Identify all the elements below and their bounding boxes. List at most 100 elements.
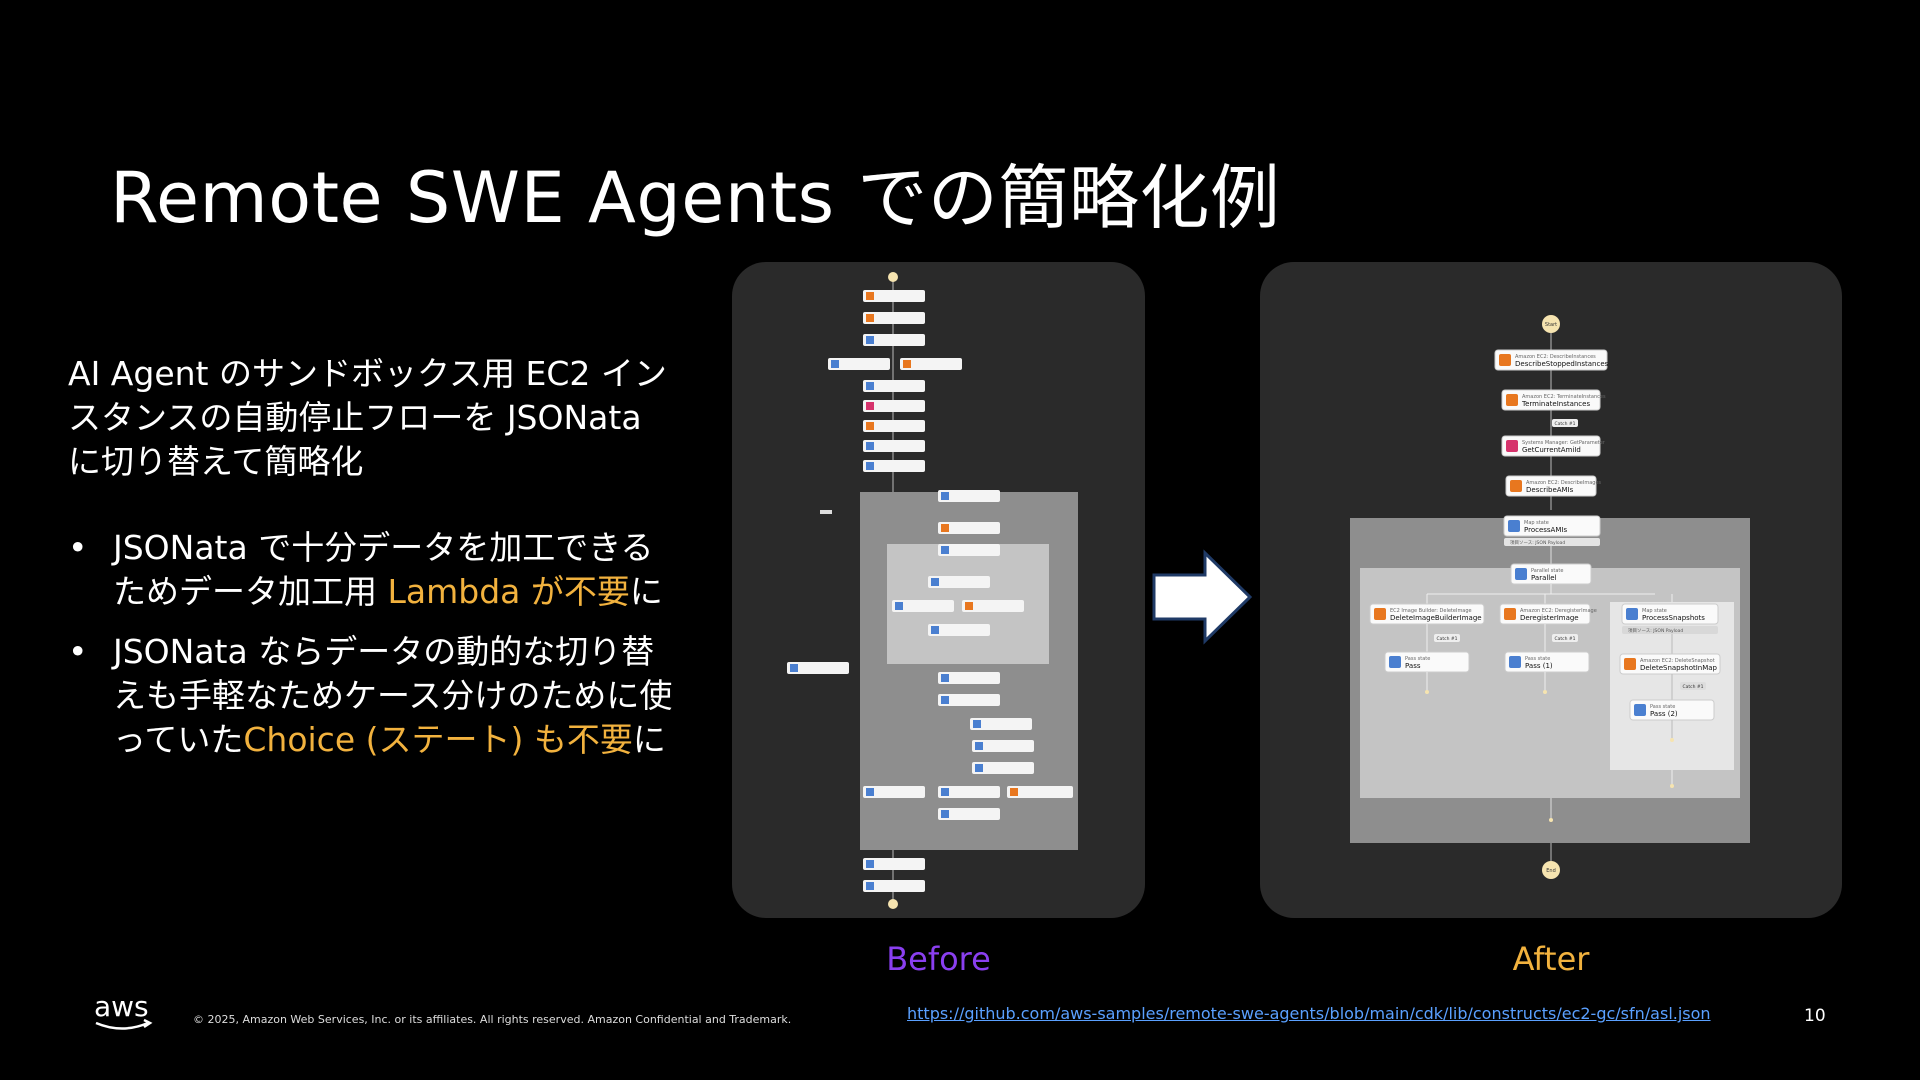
task-node — [928, 624, 990, 636]
svg-text:Amazon EC2: DescribeImages: Amazon EC2: DescribeImages — [1526, 480, 1602, 486]
task-node — [892, 600, 954, 612]
map-process-amis: Map state ProcessAMIs 項目ソース: JSON Payloa… — [1503, 515, 1601, 546]
task-delete-image-builder-image: EC2 Image Builder: DeleteImage DeleteIma… — [1369, 603, 1485, 625]
svg-text:DeregisterImage: DeregisterImage — [1520, 614, 1579, 622]
pass-state: Pass state Pass (2) — [1629, 699, 1715, 721]
task-node — [938, 786, 1000, 798]
task-node — [1007, 786, 1073, 798]
task-node — [938, 694, 1000, 706]
svg-text:項目ソース: JSON Payload: 項目ソース: JSON Payload — [1510, 540, 1565, 546]
task-node — [972, 740, 1034, 752]
task-node — [900, 358, 962, 370]
bullet-item: • JSONata で十分データを加工できるためデータ加工用 Lambda が不… — [68, 526, 678, 614]
catch-label — [1434, 634, 1460, 642]
parallel-icon — [1515, 568, 1527, 580]
bullet-dot: • — [68, 632, 88, 671]
catch-label — [1680, 682, 1706, 690]
svg-text:Catch #1: Catch #1 — [1554, 421, 1575, 427]
copyright-text: © 2025, Amazon Web Services, Inc. or its… — [193, 1013, 792, 1026]
task-node — [938, 672, 1000, 684]
pass-icon — [1509, 656, 1521, 668]
task-node — [863, 858, 925, 870]
task-node — [863, 786, 925, 798]
start-node — [1542, 315, 1560, 333]
svg-text:aws: aws — [94, 990, 149, 1023]
task-node — [828, 358, 890, 370]
bullet-highlight: Lambda が不要 — [387, 572, 630, 611]
task-node — [938, 490, 1000, 502]
svg-text:Map state: Map state — [1524, 520, 1549, 526]
before-workflow-panel — [732, 262, 1145, 918]
task-node — [970, 718, 1032, 730]
pass-state: Pass state Pass (1) — [1504, 651, 1590, 673]
task-node — [863, 400, 925, 412]
svg-text:Catch #1: Catch #1 — [1436, 636, 1457, 642]
task-describe-amis: Amazon EC2: DescribeImages DescribeAMIs — [1505, 475, 1602, 497]
after-workflow-diagram: Start Amazon EC2: DescribeInstances Desc… — [1350, 315, 1750, 879]
svg-text:Map state: Map state — [1642, 608, 1667, 614]
bullet-text-end: に — [629, 572, 663, 611]
task-delete-snapshot-in-map: Amazon EC2: DeleteSnapshot DeleteSnapsho… — [1619, 653, 1721, 675]
svg-text:ProcessSnapshots: ProcessSnapshots — [1642, 614, 1705, 622]
task-node — [863, 460, 925, 472]
svg-text:Parallel state: Parallel state — [1531, 568, 1563, 574]
svg-text:Amazon EC2: TerminateInstances: Amazon EC2: TerminateInstances — [1522, 394, 1606, 400]
bullet-highlight: Choice (ステート) も不要 — [243, 720, 633, 759]
aws-logo: aws — [94, 990, 153, 1030]
svg-text:Parallel: Parallel — [1531, 574, 1557, 582]
pass-icon — [1634, 704, 1646, 716]
task-node — [863, 380, 925, 392]
svg-text:DeleteImageBuilderImage: DeleteImageBuilderImage — [1390, 614, 1482, 622]
task-describe-stopped-instances: Amazon EC2: DescribeInstances DescribeSt… — [1494, 349, 1609, 371]
task-node — [863, 290, 925, 302]
task-node — [938, 808, 1000, 820]
task-node — [972, 762, 1034, 774]
svg-text:EC2 Image Builder: DeleteImage: EC2 Image Builder: DeleteImage — [1390, 608, 1472, 614]
svg-text:Amazon EC2: DeleteSnapshot: Amazon EC2: DeleteSnapshot — [1640, 658, 1715, 664]
svg-text:Pass state: Pass state — [1525, 656, 1550, 662]
ec2-icon — [1499, 354, 1511, 366]
after-workflow-panel: Start Amazon EC2: DescribeInstances Desc… — [1260, 262, 1842, 918]
page-number: 10 — [1804, 1006, 1826, 1026]
source-link[interactable]: https://github.com/aws-samples/remote-sw… — [907, 1004, 1711, 1023]
catch-label — [1552, 419, 1578, 427]
ec2-icon — [1624, 658, 1636, 670]
svg-text:項目ソース: JSON Payload: 項目ソース: JSON Payload — [1628, 628, 1683, 634]
bullet-text: JSONata で十分データを加工できるためデータ加工用 — [113, 528, 654, 611]
svg-text:DescribeStoppedInstances: DescribeStoppedInstances — [1515, 360, 1609, 368]
task-deregister-image: Amazon EC2: DeregisterImage DeregisterIm… — [1499, 603, 1597, 625]
svg-text:Pass state: Pass state — [1405, 656, 1430, 662]
svg-text:ProcessAMIs: ProcessAMIs — [1524, 526, 1567, 534]
svg-text:DescribeAMIs: DescribeAMIs — [1526, 486, 1574, 494]
end-node — [1542, 861, 1560, 879]
pass-state: Pass state Pass — [1384, 651, 1470, 673]
after-label: After — [1512, 940, 1590, 978]
svg-text:DeleteSnapshotInMap: DeleteSnapshotInMap — [1640, 664, 1718, 672]
svg-text:Pass (1): Pass (1) — [1525, 662, 1553, 670]
map-process-snapshots: Map state ProcessSnapshots 項目ソース: JSON P… — [1621, 603, 1719, 634]
svg-text:Pass: Pass — [1405, 662, 1421, 670]
start-label: Start — [1545, 322, 1557, 328]
task-node — [863, 440, 925, 452]
task-get-current-ami-id: Systems Manager: GetParameter GetCurrent… — [1501, 435, 1606, 457]
intro-text: AI Agent のサンドボックス用 EC2 インスタンスの自動停止フローを J… — [68, 354, 667, 481]
bullet-text-end: に — [632, 720, 666, 759]
svg-text:GetCurrentAmiId: GetCurrentAmiId — [1522, 446, 1581, 454]
task-node — [787, 662, 849, 674]
svg-text:TerminateInstances: TerminateInstances — [1521, 400, 1590, 408]
end-label: End — [1546, 868, 1556, 874]
svg-text:Catch #1: Catch #1 — [1554, 636, 1575, 642]
task-terminate-instances: Amazon EC2: TerminateInstances Terminate… — [1501, 389, 1606, 411]
start-node — [888, 272, 898, 282]
ec2-icon — [1510, 480, 1522, 492]
arrow-right-icon — [1152, 549, 1253, 645]
ssm-icon — [1506, 440, 1518, 452]
task-node — [863, 420, 925, 432]
ec2-icon — [1506, 394, 1518, 406]
catch-label — [1552, 634, 1578, 642]
before-workflow-diagram — [787, 272, 1078, 909]
bullet-text: JSONata ならデータの動的な切り替えも手軽なためケース分けのために使ってい… — [113, 632, 673, 759]
bullet-list: • JSONata で十分データを加工できるためデータ加工用 Lambda が不… — [68, 526, 678, 778]
svg-text:Pass (2): Pass (2) — [1650, 710, 1678, 718]
task-node — [928, 576, 990, 588]
